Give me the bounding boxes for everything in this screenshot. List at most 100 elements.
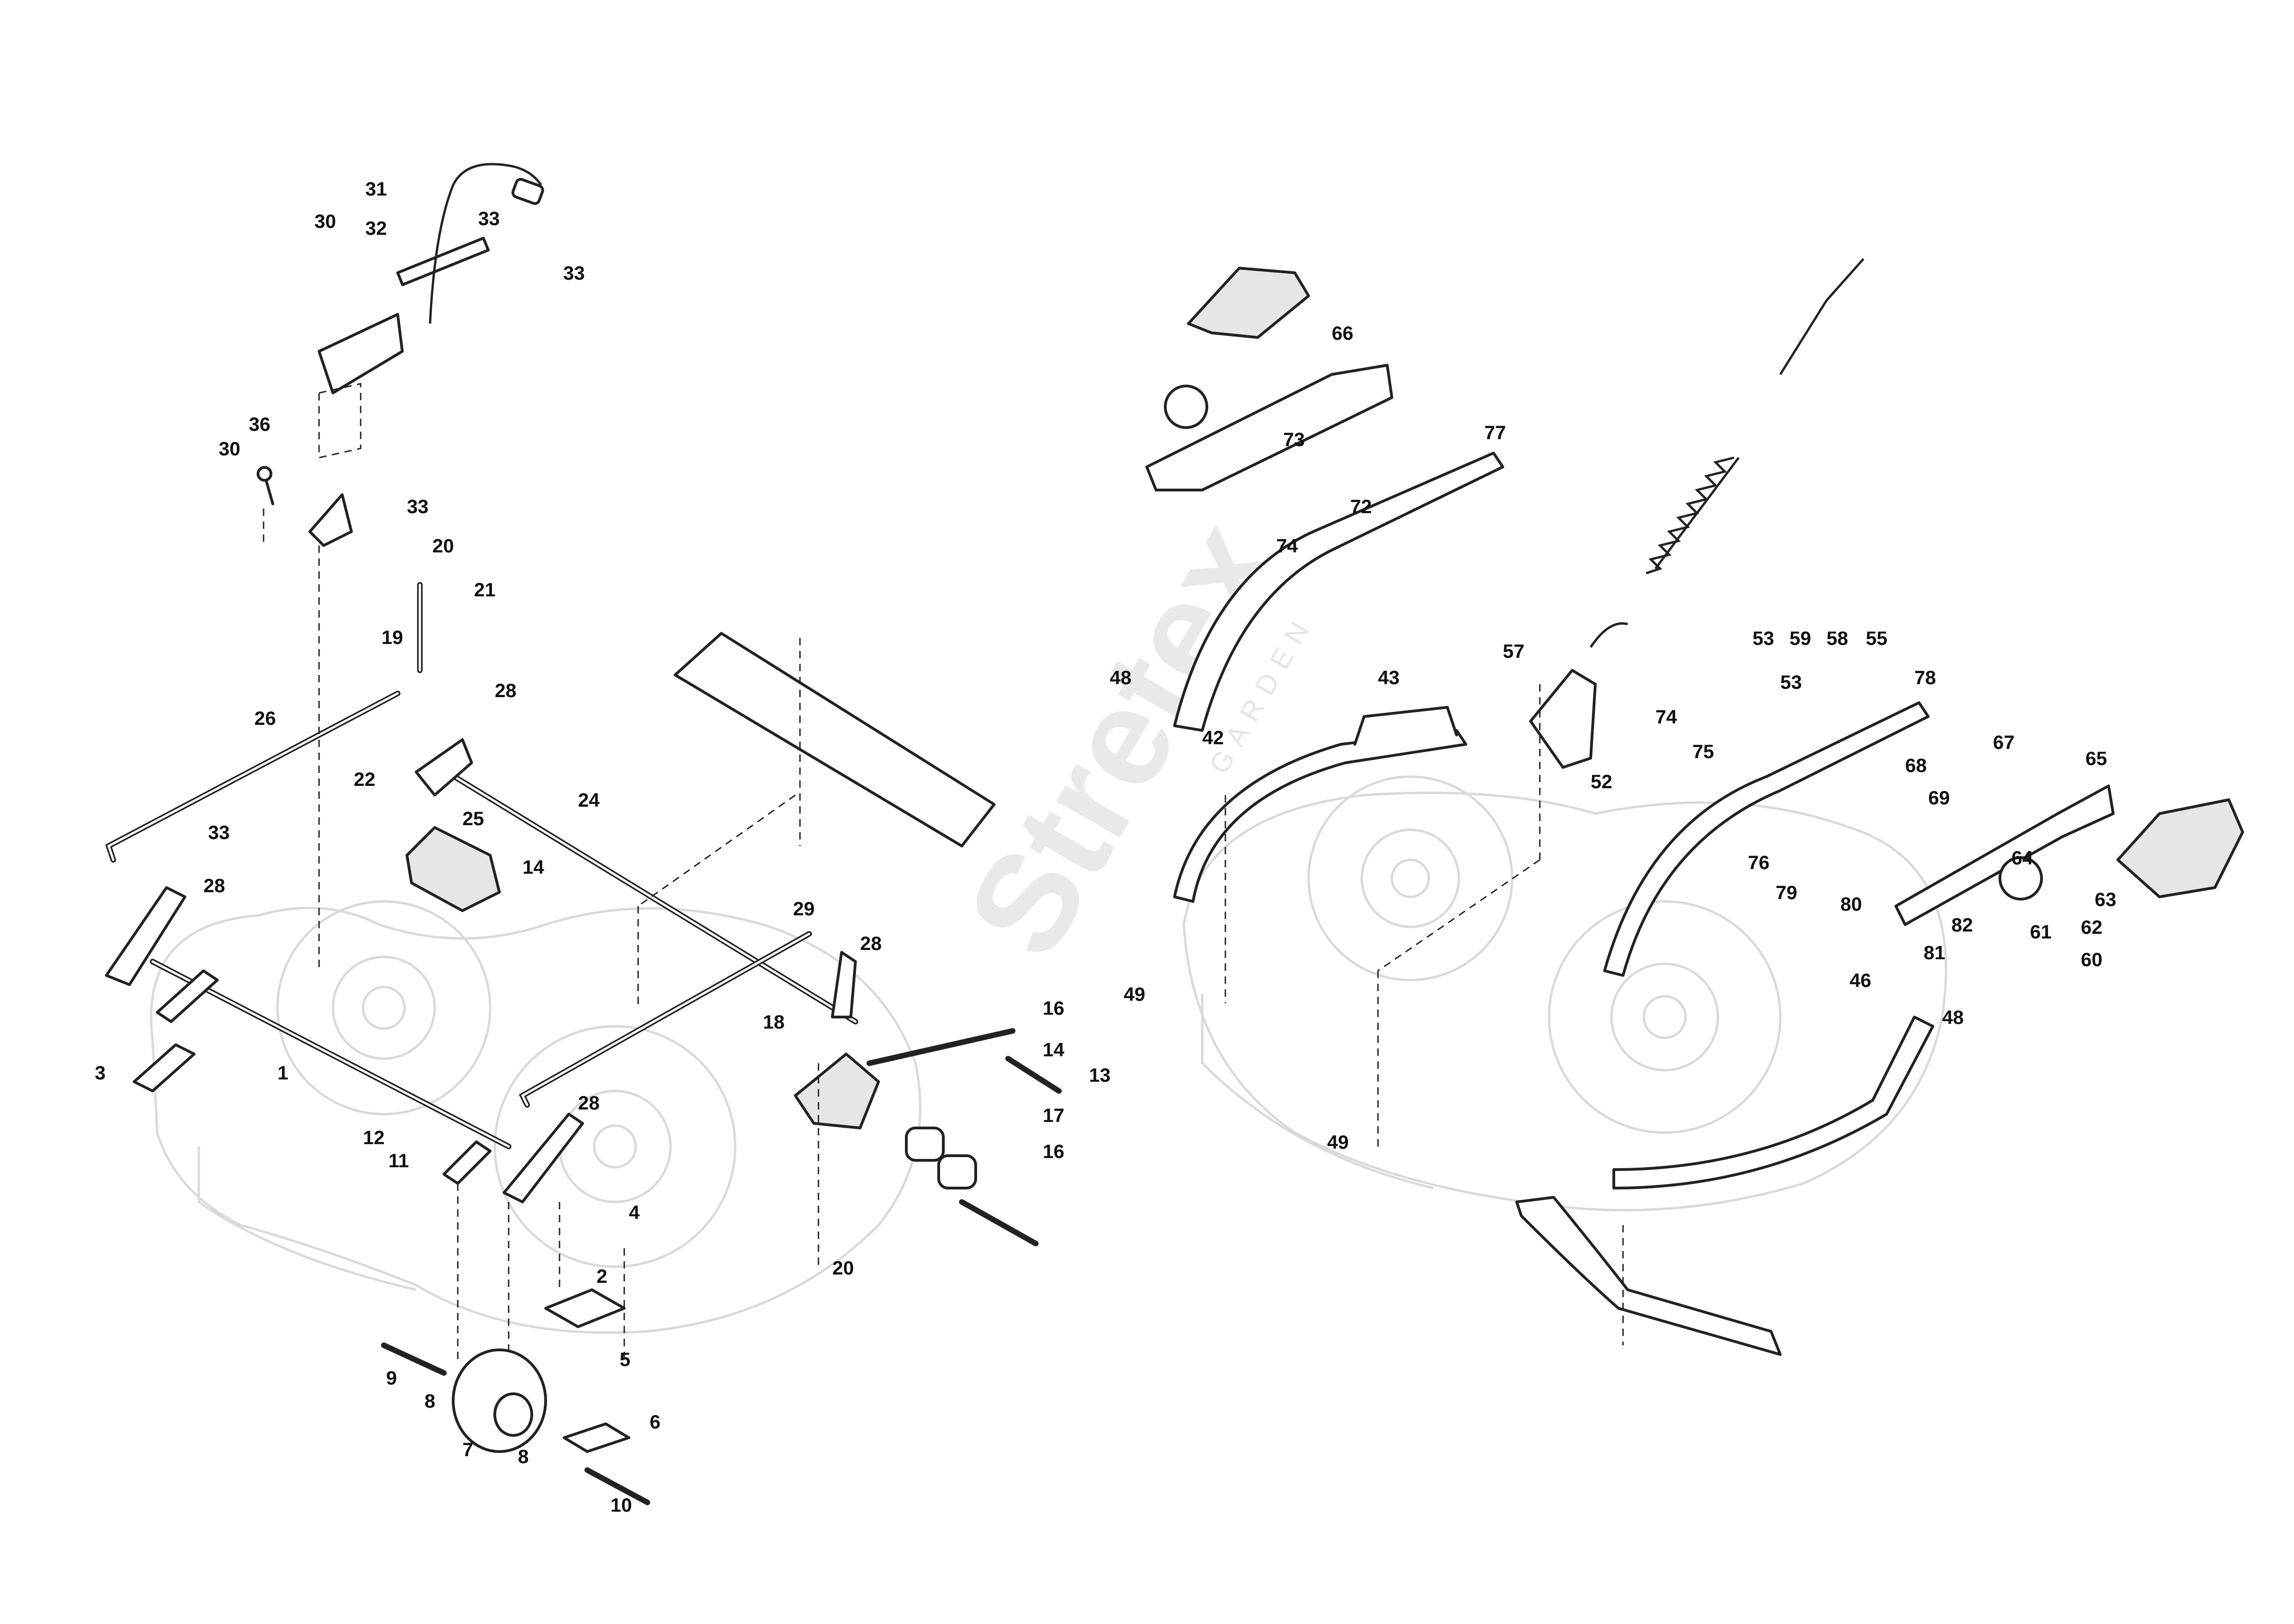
callout: 57	[1503, 640, 1525, 662]
bracket-3	[133, 1043, 196, 1092]
callout: 33	[407, 496, 429, 517]
pin-17	[959, 1199, 1039, 1246]
lift-arm-right	[503, 1113, 584, 1203]
bracket-51	[1529, 669, 1597, 769]
callout: 76	[1748, 852, 1770, 873]
callout: 64	[2011, 847, 2033, 869]
callout: 52	[1591, 771, 1612, 792]
callout: 53	[1780, 671, 1802, 693]
callout: 28	[860, 932, 882, 954]
assembly-guides	[263, 383, 1624, 1364]
pulley-65	[1164, 385, 1208, 429]
callout: 6	[650, 1411, 660, 1433]
callout: 74	[1655, 706, 1677, 728]
callout: 12	[363, 1127, 385, 1148]
bracket-2	[544, 1288, 626, 1328]
callout: 33	[478, 208, 500, 229]
callout: 75	[1692, 741, 1714, 762]
callout: 69	[1928, 787, 1950, 809]
spring-coils	[1646, 456, 1734, 575]
left-assembly	[105, 163, 1062, 1505]
axle-9	[381, 1342, 447, 1376]
callout: 72	[1350, 496, 1372, 517]
callout: 36	[249, 413, 271, 435]
callout: 33	[563, 262, 585, 284]
callout: 33	[208, 821, 230, 843]
callout: 13	[1089, 1064, 1111, 1086]
callout: 1	[277, 1062, 288, 1084]
pulley-63	[1999, 856, 2043, 901]
callout: 22	[354, 768, 375, 790]
callout: 53	[1753, 627, 1774, 649]
arm-75	[1603, 701, 1930, 977]
callout: 73	[1283, 429, 1305, 450]
callout: 8	[518, 1446, 529, 1467]
bumper-46	[1173, 729, 1467, 903]
callout: 8	[424, 1390, 435, 1412]
callout: 81	[1924, 942, 1945, 963]
actuator-housing	[318, 313, 404, 394]
callout: 28	[203, 875, 225, 896]
gauge-wheel-hub	[493, 1392, 533, 1437]
pivot-bracket	[794, 1053, 880, 1129]
cover-81	[1187, 267, 1310, 339]
callout: 46	[1850, 969, 1871, 991]
callout: 65	[2085, 748, 2107, 769]
callout: 29	[793, 898, 815, 919]
link-53	[1589, 622, 1628, 648]
callout: 5	[620, 1348, 630, 1370]
lift-arm-mid	[156, 969, 219, 1023]
callout: 31	[365, 178, 387, 200]
bracket-26	[415, 738, 473, 797]
callout: 18	[763, 1011, 785, 1033]
callout: 48	[1942, 1006, 1964, 1028]
callout: 20	[832, 1257, 854, 1279]
callout: 77	[1484, 422, 1506, 443]
lift-arm-left	[105, 886, 186, 986]
callout: 42	[1202, 727, 1224, 748]
cover-plate-43	[674, 632, 996, 847]
callout: 14	[1043, 1039, 1064, 1060]
bracket-14	[406, 826, 501, 912]
pin-15	[1005, 1056, 1062, 1094]
callout: 79	[1776, 882, 1797, 903]
callout-labels: 30 31 32 33 33 36 30 31 33 31 32 26 20 2…	[95, 178, 2116, 1516]
right-deck-outline	[1182, 775, 1947, 1212]
callout: 48	[1110, 667, 1132, 688]
callout: 19	[381, 626, 403, 648]
callout: 16	[1043, 997, 1064, 1019]
rod-16	[867, 1028, 1015, 1066]
cable-connector	[511, 178, 544, 205]
bolt-10	[584, 1467, 650, 1505]
callout: 49	[1327, 1131, 1349, 1153]
chain-55	[1779, 258, 1864, 375]
callout: 30	[314, 210, 336, 232]
callout: 2	[597, 1265, 607, 1287]
callout: 63	[2095, 889, 2116, 910]
callout: 43	[1378, 667, 1400, 688]
roller-18b	[937, 1154, 977, 1189]
callout: 74	[1276, 535, 1298, 557]
callout: 20	[432, 535, 454, 557]
callout: 61	[2030, 921, 2052, 943]
bolt-head-30	[257, 466, 272, 482]
callout: 66	[1332, 322, 1353, 344]
callout: 17	[1043, 1104, 1064, 1126]
callout: 55	[1866, 627, 1888, 649]
callout: 80	[1840, 893, 1862, 915]
callout: 49	[1124, 983, 1145, 1005]
callout: 16	[1043, 1140, 1064, 1162]
right-assembly	[1145, 258, 2244, 1356]
callout: 32	[365, 217, 387, 239]
bracket-upright	[831, 951, 857, 1018]
actuator-rod	[396, 237, 490, 286]
left-deck-outline	[150, 900, 922, 1334]
callout: 11	[388, 1150, 409, 1171]
callout: 82	[1951, 914, 1973, 936]
bumper-47	[1612, 1016, 1934, 1189]
callout: 28	[578, 1092, 600, 1114]
plate-65	[1145, 364, 1393, 491]
cover-82	[2116, 798, 2244, 898]
callout: 78	[1914, 667, 1936, 688]
arm-76	[1173, 452, 1504, 732]
